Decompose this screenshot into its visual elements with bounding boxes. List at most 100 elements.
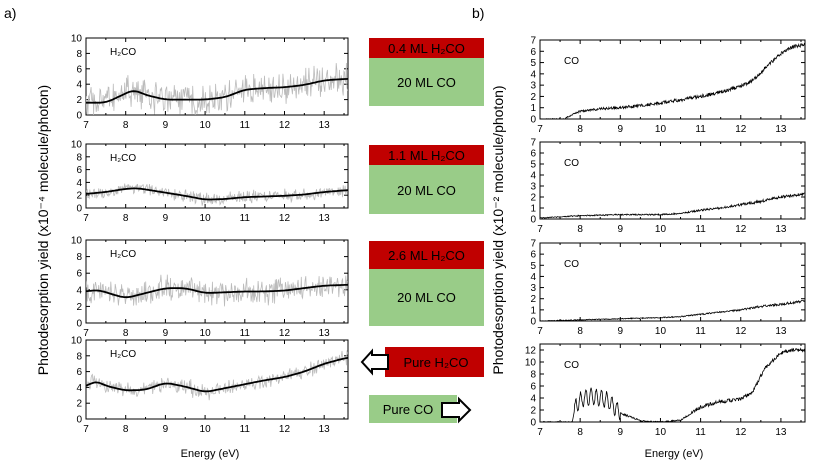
x-tick-label: 13: [319, 213, 331, 224]
x-tick-label: 7: [83, 213, 89, 224]
y-tick-label: 7: [530, 239, 536, 250]
x-tick-label: 8: [577, 124, 583, 135]
x-tick-label: 12: [735, 326, 747, 337]
y-tick-label: 10: [71, 34, 83, 45]
y-tick-label: 2: [530, 193, 536, 204]
x-tick-label: 8: [123, 424, 129, 435]
y-tick-label: 1: [530, 204, 536, 215]
y-tick-label: 4: [530, 171, 536, 182]
y-tick-label: 0: [530, 418, 536, 429]
y-tick-label: 6: [530, 47, 536, 58]
x-tick-label: 10: [655, 326, 667, 337]
x-tick-label: 9: [618, 224, 624, 235]
y-tick-label: 4: [76, 80, 82, 91]
layer-box-3: 2.6 ML H₂CO 20 ML CO: [369, 241, 484, 326]
layer-box-1: 0.4 ML H₂CO 20 ML CO: [369, 38, 484, 106]
x-tick-label: 8: [123, 120, 129, 131]
pure-h2co-box: [385, 347, 484, 377]
x-tick-label: 10: [200, 120, 212, 131]
y-tick-label: 8: [530, 370, 536, 381]
x-tick-label: 9: [618, 326, 624, 337]
plot-frame: [85, 37, 349, 116]
y-tick-label: 2: [530, 294, 536, 305]
x-tick-label: 12: [279, 328, 291, 339]
left-arrow-icon: [360, 348, 389, 376]
y-tick-label: 2: [76, 191, 82, 202]
y-tick-label: 2: [76, 302, 82, 313]
h2co-layer-3: [369, 241, 484, 269]
pure-co-label: Pure CO: [383, 402, 434, 417]
right-arrow-icon: [441, 396, 472, 424]
plot-frame: [85, 239, 349, 324]
x-tick-label: 8: [577, 326, 583, 337]
y-tick-label: 7: [530, 36, 536, 47]
y-tick-label: 0: [530, 115, 536, 126]
y-tick-label: 1: [530, 103, 536, 114]
x-tick-label: 7: [537, 124, 543, 135]
x-tick-label: 9: [618, 124, 624, 135]
y-tick-label: 6: [76, 367, 82, 378]
x-tick-label: 8: [577, 427, 583, 438]
x-tick-label: 11: [695, 427, 706, 438]
raw-data-trace: [86, 274, 348, 307]
y-tick-label: 6: [76, 165, 82, 176]
series-legend: CO: [564, 259, 579, 270]
y-tick-label: 10: [525, 358, 537, 369]
y-tick-label: 5: [530, 261, 536, 272]
x-axis-label-b: Energy (eV): [645, 448, 704, 460]
y-tick-label: 1: [530, 305, 536, 316]
x-tick-label: 10: [200, 213, 212, 224]
series-legend: H₂CO: [110, 153, 136, 164]
y-tick-label: 0: [76, 415, 82, 426]
plot-frame: [85, 143, 349, 209]
x-tick-label: 12: [735, 224, 747, 235]
x-axis-label-a: Energy (eV): [181, 448, 240, 460]
y-tick-label: 8: [76, 351, 82, 362]
x-tick-label: 11: [695, 224, 706, 235]
x-tick-label: 13: [775, 224, 787, 235]
layer-box-2: 1.1 ML H₂CO 20 ML CO: [369, 145, 484, 214]
yield-trace: [540, 347, 805, 422]
h2co-layer-2: [369, 145, 484, 165]
smoothed-trace: [86, 356, 348, 393]
y-tick-label: 6: [530, 250, 536, 261]
yield-trace: [540, 42, 805, 119]
series-legend: H₂CO: [110, 47, 136, 58]
y-tick-label: 6: [76, 269, 82, 280]
y-tick-label: 8: [76, 252, 82, 263]
x-tick-label: 10: [200, 328, 212, 339]
y-tick-label: 2: [76, 95, 82, 106]
y-tick-label: 6: [530, 149, 536, 160]
x-tick-label: 10: [200, 424, 212, 435]
y-tick-label: 4: [530, 272, 536, 283]
y-tick-label: 3: [530, 81, 536, 92]
y-tick-label: 5: [530, 160, 536, 171]
series-legend: CO: [564, 56, 579, 67]
x-tick-label: 13: [319, 328, 331, 339]
x-tick-label: 12: [279, 424, 291, 435]
plot-frame: [539, 343, 806, 423]
yield-trace: [540, 299, 805, 321]
h2co-layer-2-label: 1.1 ML H₂CO: [388, 148, 465, 163]
plot-frame: [539, 242, 806, 322]
x-tick-label: 9: [618, 427, 624, 438]
y-tick-label: 2: [76, 399, 82, 410]
x-tick-label: 12: [279, 120, 291, 131]
y-tick-label: 0: [530, 317, 536, 328]
smoothed-trace: [86, 284, 348, 299]
panel-label-a: a): [4, 5, 16, 21]
x-tick-label: 8: [123, 213, 129, 224]
y-tick-label: 7: [530, 138, 536, 149]
co-layer-2: [369, 165, 484, 214]
y-tick-label: 12: [525, 346, 537, 357]
y-tick-label: 6: [530, 382, 536, 393]
layer-box-4: Pure H₂CO Pure CO: [360, 347, 484, 424]
x-tick-label: 7: [537, 427, 543, 438]
